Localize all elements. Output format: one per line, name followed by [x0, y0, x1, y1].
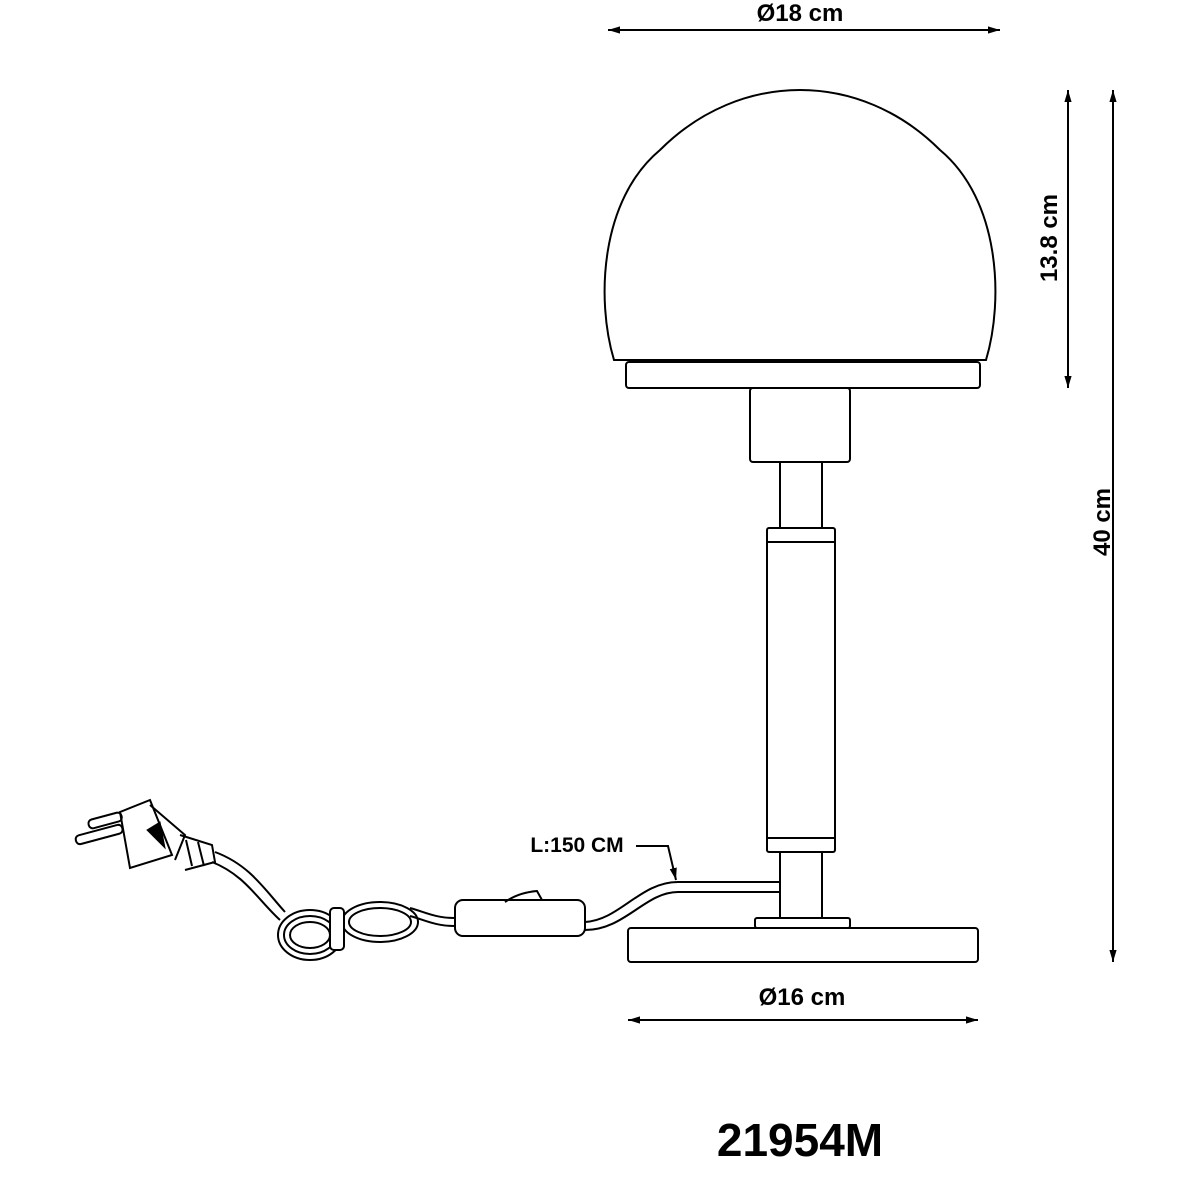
socket	[749, 387, 851, 463]
base-diameter-label: Ø16 cm	[758, 984, 846, 1011]
power-cable	[584, 881, 780, 931]
stem-tube	[766, 527, 836, 853]
switch-rocker	[504, 889, 543, 903]
base-collar	[754, 917, 851, 929]
upper-rod	[779, 461, 823, 529]
total-height-label: 40 cm	[1089, 487, 1116, 557]
shade-height-label: 13.8 cm	[1036, 193, 1063, 283]
globe-shade	[603, 88, 997, 361]
shade-diameter-label: Ø18 cm	[756, 0, 844, 27]
lamp-base	[627, 927, 979, 963]
inline-switch	[454, 899, 586, 937]
leader-line	[636, 845, 677, 881]
euro-plug	[74, 798, 217, 871]
power-cable-mid	[409, 907, 456, 927]
cable-length-label: L:150 CM	[530, 834, 624, 857]
model-number: 21954M	[716, 1114, 884, 1166]
plug-cable	[211, 851, 286, 921]
cable-coil	[277, 901, 419, 961]
shade-rim	[625, 361, 981, 389]
lower-rod	[779, 851, 823, 919]
